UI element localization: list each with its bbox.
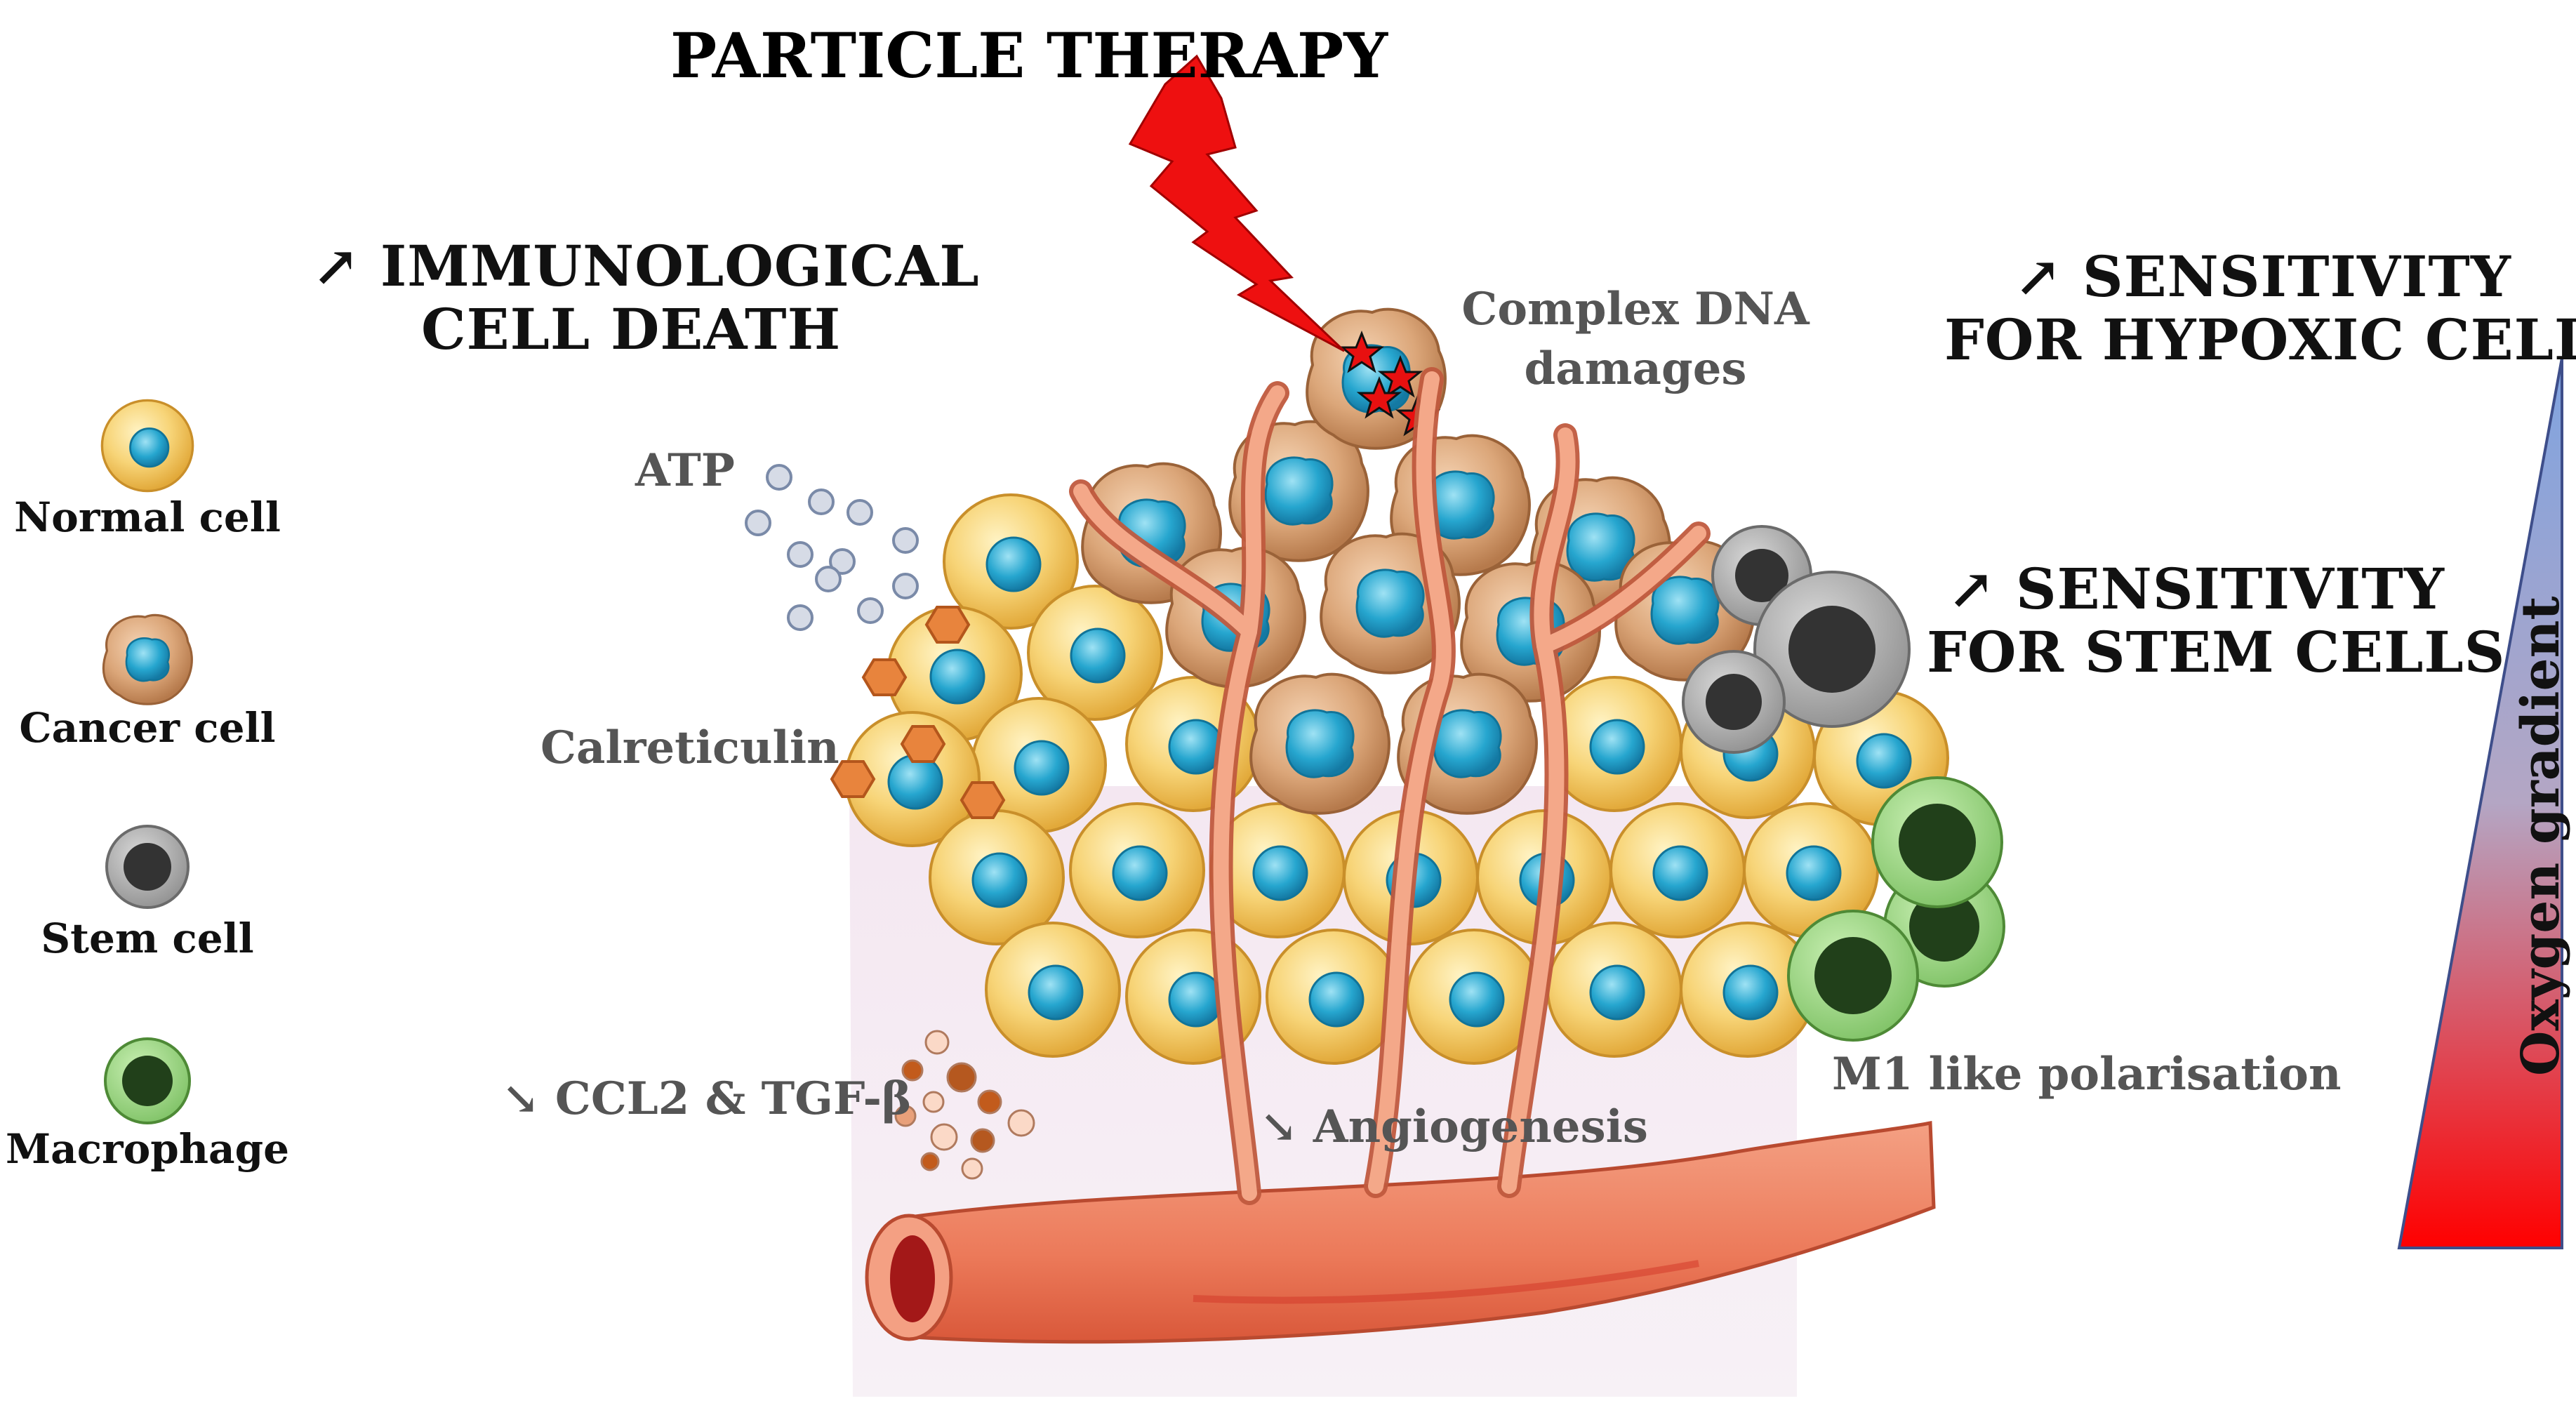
stem-sensitivity-line1: ↗ SENSITIVITY: [1948, 556, 2445, 622]
angiogenesis-label: ↘ Angiogenesis: [1260, 1101, 1648, 1153]
immunological-label-line1: ↗ IMMUNOLOGICAL: [312, 233, 980, 299]
hypoxic-sensitivity-line2: FOR HYPOXIC CELLS: [1944, 307, 2576, 373]
lightning-bolt-icon: [1128, 54, 1346, 352]
ccl2-tgf-molecules: [894, 1030, 1035, 1180]
legend-normal-cell-label: Normal cell: [14, 493, 281, 541]
dna-damage-label-line1: Complex DNA: [1461, 283, 1810, 335]
hypoxic-sensitivity-line1: ↗ SENSITIVITY: [2014, 244, 2512, 310]
m1-polarisation-label: M1 like polarisation: [1832, 1048, 2342, 1101]
ccl2-tgf-label: ↘ CCL2 & TGF-β: [502, 1072, 912, 1125]
atp-label: ATP: [635, 444, 735, 497]
cancer-cell-icon: [102, 613, 193, 705]
calreticulin-label: Calreticulin: [540, 722, 839, 774]
stem-cell-icon: [105, 825, 190, 909]
stem-cells: [1682, 525, 1911, 754]
dna-damage-label-line2: damages: [1524, 343, 1747, 395]
calreticulin-molecules: [830, 606, 1006, 819]
legend-cancer-cell-label: Cancer cell: [19, 704, 276, 752]
capillaries-highlight: [1073, 371, 1706, 1201]
macrophage-icon: [104, 1037, 191, 1124]
oxygen-gradient-label: Oxygen gradient: [2511, 596, 2571, 1076]
atp-molecules: [745, 464, 919, 631]
legend-icons: [100, 399, 194, 1124]
immunological-label-line2: CELL DEATH: [421, 296, 842, 362]
title: PARTICLE THERAPY: [670, 19, 1388, 92]
legend-stem-cell-label: Stem cell: [41, 915, 254, 962]
normal-cell-icon: [100, 399, 194, 493]
stem-sensitivity-line2: FOR STEM CELLS: [1927, 619, 2506, 685]
macrophages: [1787, 776, 2005, 1042]
legend-macrophage-label: Macrophage: [5, 1125, 290, 1173]
oxygen-gradient-triangle: [2397, 357, 2563, 1249]
blood-vessel: [865, 1120, 1936, 1344]
